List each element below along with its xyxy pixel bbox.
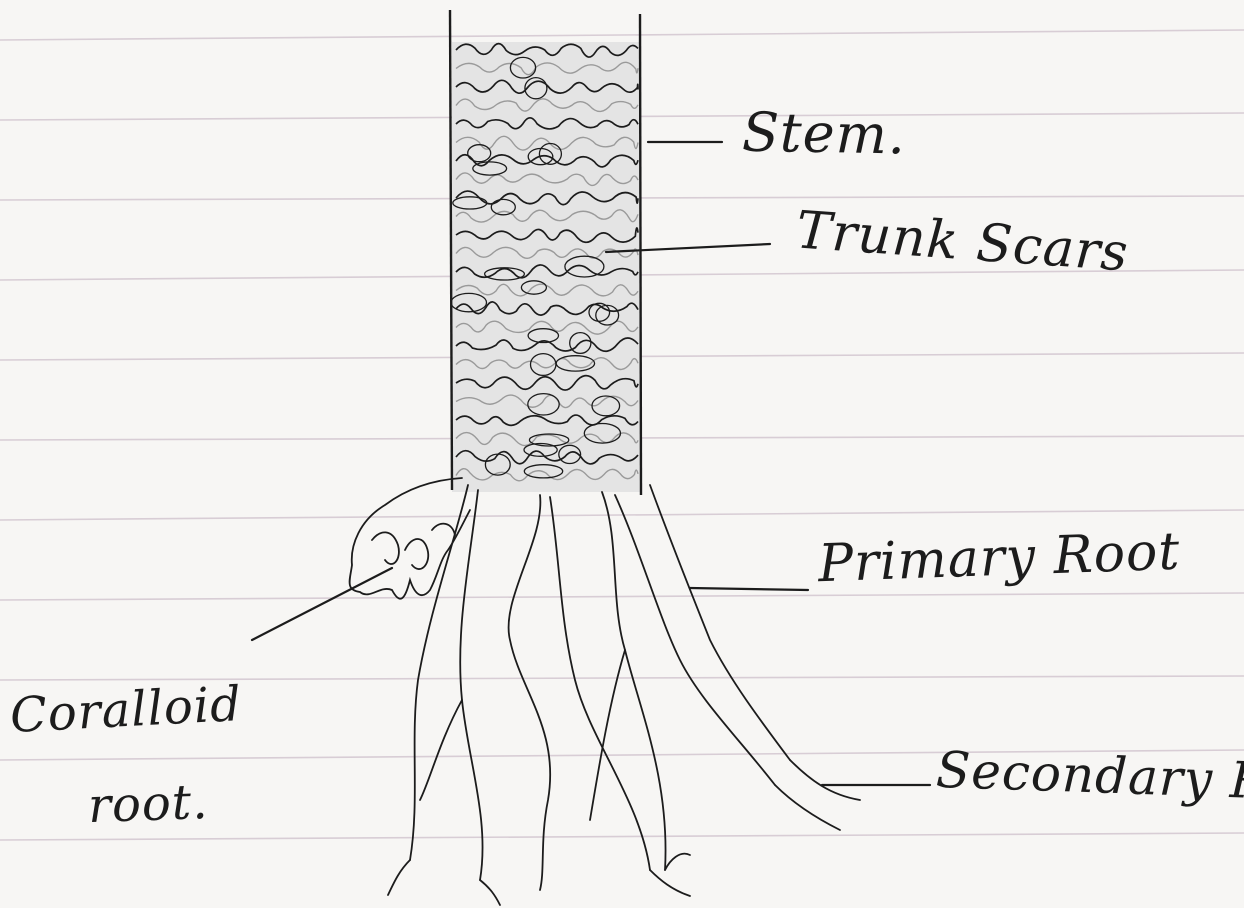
coralloid-root-lobe-1 bbox=[372, 532, 399, 564]
secondary-root-6 bbox=[665, 854, 690, 870]
secondary-root-4 bbox=[480, 880, 500, 905]
coralloid-root-leader-line bbox=[252, 568, 392, 640]
label-primary-root: Primary Root bbox=[817, 522, 1181, 595]
primary-root-leader-line bbox=[690, 588, 808, 590]
label-stem: Stem. bbox=[741, 101, 906, 167]
primary-root-2 bbox=[460, 490, 482, 880]
primary-root-3 bbox=[509, 495, 551, 890]
stem-right-edge bbox=[640, 14, 641, 495]
stem-left-edge bbox=[450, 10, 452, 490]
secondary-root-1 bbox=[790, 760, 860, 800]
rule-line bbox=[0, 30, 1244, 40]
label-coralloid-root: root. bbox=[87, 774, 209, 834]
coralloid-root-lobe-2 bbox=[405, 539, 428, 569]
secondary-root-3 bbox=[388, 860, 410, 895]
rule-line bbox=[0, 593, 1244, 600]
root-system-drawing bbox=[350, 478, 860, 905]
secondary-root-2 bbox=[775, 785, 840, 830]
secondary-root-8 bbox=[590, 650, 625, 820]
secondary-root-7 bbox=[420, 700, 462, 800]
primary-root-6 bbox=[615, 495, 775, 785]
primary-root-1 bbox=[410, 485, 468, 860]
coralloid-root-lobe-3 bbox=[432, 524, 455, 535]
secondary-root-5 bbox=[650, 870, 690, 896]
rule-line bbox=[0, 833, 1244, 840]
